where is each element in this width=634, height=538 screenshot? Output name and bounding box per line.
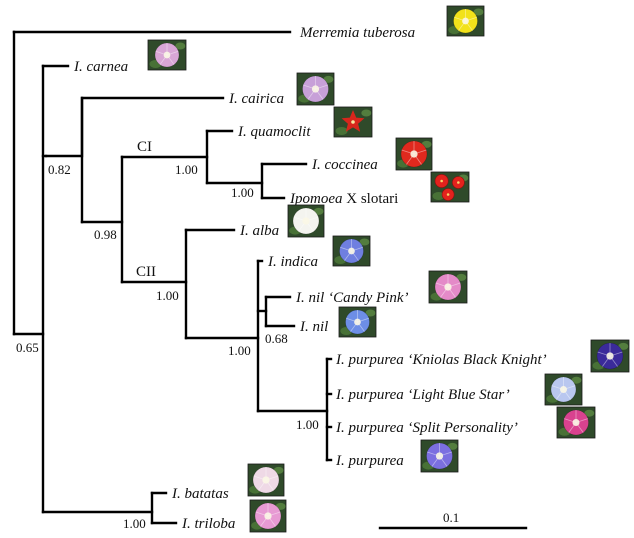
taxon-purpurea-kniolas: I. purpurea ‘Kniolas Black Knight’ <box>335 352 547 368</box>
taxon-purpurea-light-blue: I. purpurea ‘Light Blue Star’ <box>335 387 510 403</box>
branch-node-082 <box>44 96 225 158</box>
taxon-quamoclit: I. quamoclit <box>237 124 311 140</box>
support-ci-cii: 0.98 <box>94 227 117 242</box>
flower-photo-batatas <box>247 463 285 497</box>
taxon-alba: I. alba <box>239 223 279 239</box>
support-cii: 1.00 <box>156 288 179 303</box>
taxon-triloba: I. triloba <box>181 516 235 532</box>
flower-photo-triloba <box>249 499 287 533</box>
flower-photo-purpurea <box>420 439 459 473</box>
flower-photo-coccinea <box>395 137 433 171</box>
tree-branches <box>12 30 528 530</box>
flower-photo-alba <box>287 204 325 238</box>
taxon-nil-candy-pink: I. nil ‘Candy Pink’ <box>295 290 408 306</box>
taxon-coccinea: I. coccinea <box>311 157 378 173</box>
support-indica-nil-purpurea: 1.00 <box>228 343 251 358</box>
flower-photo-nil <box>338 306 377 338</box>
support-coccinea-slotari: 1.00 <box>231 185 254 200</box>
support-purpurea-group: 1.00 <box>296 417 319 432</box>
flower-photo-purpurea-light-blue <box>544 373 583 406</box>
flower-photo-nil-candy-pink <box>428 270 468 304</box>
flower-photo-purpurea-kniolas <box>590 339 630 373</box>
taxon-labels: Merremia tuberosa I. carnea I. cairica I… <box>73 25 547 532</box>
flower-photo-purpurea-split <box>556 406 596 439</box>
clade-label-cii: CII <box>136 264 156 280</box>
taxon-slotari: Ipomoea X slotari <box>289 191 398 207</box>
taxon-batatas: I. batatas <box>171 486 229 502</box>
flower-photo-carnea <box>147 39 187 71</box>
scale-bar-label: 0.1 <box>443 510 459 525</box>
taxon-cairica: I. cairica <box>228 91 284 107</box>
support-batatas-triloba: 1.00 <box>123 516 146 531</box>
taxon-carnea: I. carnea <box>73 59 128 75</box>
support-values: 0.65 0.82 0.98 1.00 1.00 1.00 1.00 0.68 … <box>16 162 319 531</box>
flower-photos <box>147 5 630 533</box>
support-main-clade: 0.82 <box>48 162 71 177</box>
taxon-indica: I. indica <box>267 254 318 270</box>
taxon-nil: I. nil <box>299 319 328 335</box>
flower-photo-quamoclit <box>333 106 373 138</box>
support-ci: 1.00 <box>175 162 198 177</box>
clade-label-ci: CI <box>137 139 152 155</box>
flower-photo-indica <box>332 235 371 267</box>
taxon-merremia-tuberosa: Merremia tuberosa <box>299 25 415 41</box>
flower-photo-slotari <box>430 171 470 203</box>
clade-labels: CI CII <box>136 139 156 280</box>
support-nil-pair: 0.68 <box>265 331 288 346</box>
taxon-purpurea-split: I. purpurea ‘Split Personality’ <box>335 420 518 436</box>
flower-photo-cairica <box>296 72 335 106</box>
taxon-slotari-genus: Ipomoea <box>289 191 343 207</box>
support-root-inner: 0.65 <box>16 340 39 355</box>
taxon-purpurea: I. purpurea <box>335 453 404 469</box>
flower-photo-merremia-tuberosa <box>446 5 485 37</box>
taxon-slotari-rest: X slotari <box>343 191 399 207</box>
